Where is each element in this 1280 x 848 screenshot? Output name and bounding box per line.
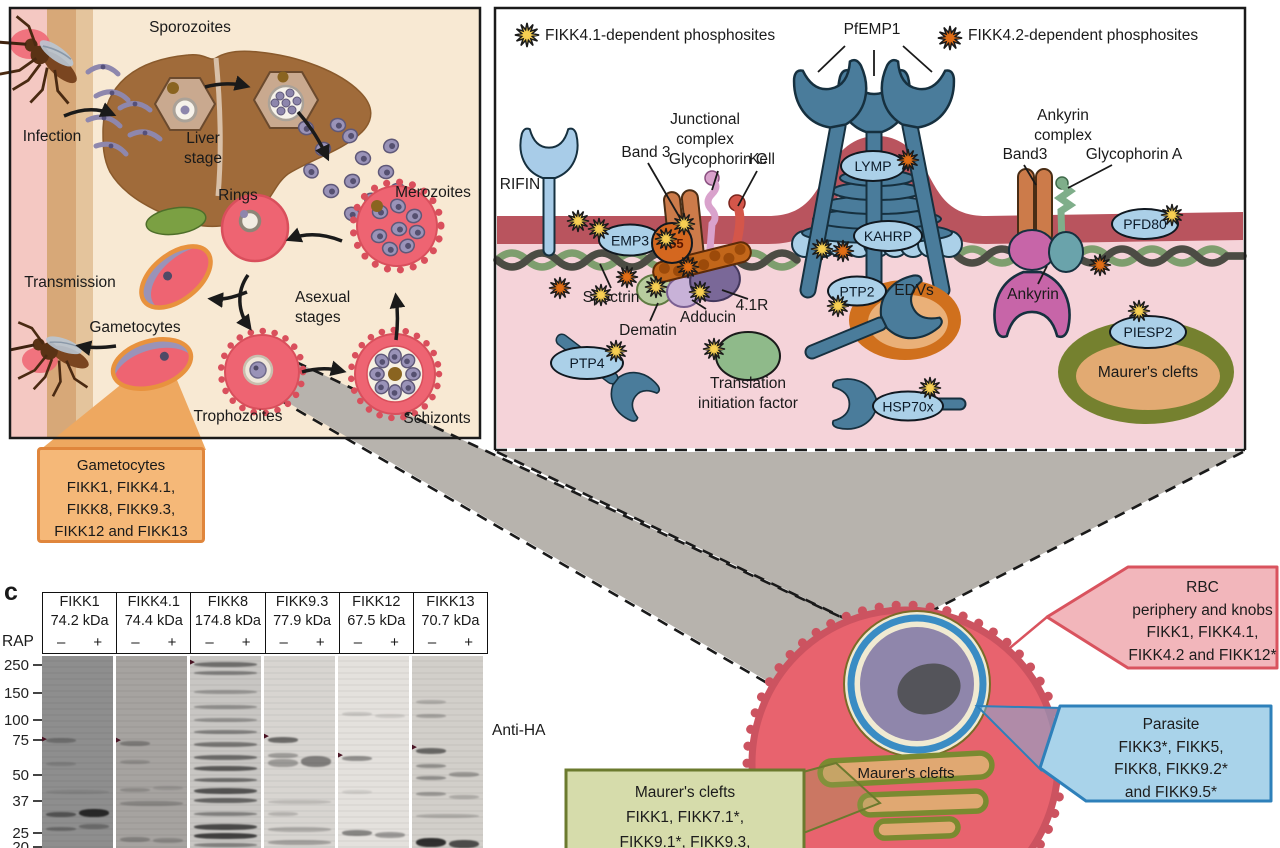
gametocyte-callout-wedge [40,368,206,450]
parasite-callout-shape [1038,704,1273,803]
rifin-receptor [519,127,579,257]
lifecycle-arrows [63,75,406,376]
translation-initiation-factor-blob [715,331,781,381]
label-pointer-lines [599,162,1113,322]
infected-rbc-schizont [349,178,445,274]
maurers-clefts-stack [817,750,995,841]
maurers-clefts-organelle [1058,320,1234,424]
parasite-nucleus [897,663,961,715]
gallbladder [145,206,207,236]
ring-stage [220,193,290,263]
liver-stage-cell-1 [154,77,216,131]
maurers-callout-shape [564,768,806,848]
membrane-zoom-funnel [497,452,1243,618]
trophozoite-zoom-beam [280,362,858,693]
infected-rbc-large [742,600,1068,848]
panel-borders [8,6,1247,452]
magnification-beams [40,360,1244,696]
rbc-summary-group [564,565,1279,848]
ankyrin-complex-shapes [993,168,1084,339]
glycophorin-c [704,177,720,251]
glycophorin-a [1053,182,1077,246]
rbc-callout-shape [1045,565,1279,670]
schizont-stage [347,326,443,422]
